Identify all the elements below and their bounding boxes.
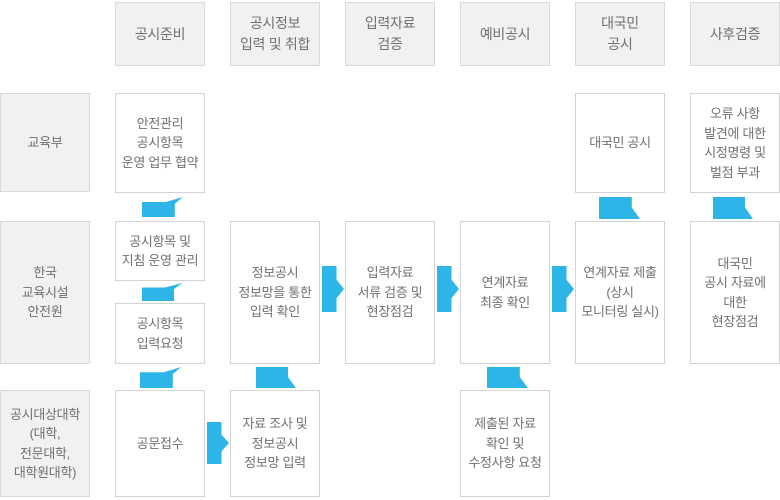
arrow-up-icon [713,197,753,219]
node-network-input-confirmation: 정보공시 정보망을 통한 입력 확인 [230,221,320,364]
stage-header-preliminary-disclosure: 예비공시 [460,2,550,66]
node-linked-data-final-confirmation: 연계자료 최종 확인 [460,221,550,364]
node-item-input-request: 공시항목 입력요청 [115,303,205,364]
node-public-data-field-inspection: 대국민 공시 자료에 대한 현장점검 [690,221,780,364]
arrow-up-icon [256,367,296,388]
actor-label-safety-agency: 한국 교육시설 안전원 [0,221,90,364]
stage-header-input-collection: 공시정보 입력 및 취합 [230,2,320,66]
stage-header-public-disclosure: 대국민 공시 [575,2,665,66]
arrow-up-icon [599,197,640,219]
node-item-guideline-management: 공시항목 및 지침 운영 관리 [115,221,205,281]
arrow-right-icon [437,266,459,312]
stage-header-data-verification: 입력자료 검증 [345,2,435,66]
arrow-down-icon [142,283,182,301]
arrow-down-icon [142,197,183,217]
node-safety-item-agreement: 안전관리 공시항목 운영 업무 협약 [115,93,205,193]
arrow-down-icon [140,367,181,388]
arrow-right-icon [322,266,344,312]
node-public-disclosure: 대국민 공시 [575,93,665,193]
actor-label-target-universities: 공시대상대학 (대학, 전문대학, 대학원대학) [0,390,90,497]
node-submitted-data-check-request: 제출된 자료 확인 및 수정사항 요청 [460,390,550,497]
stage-header-post-verification: 사후검증 [690,2,780,66]
node-data-survey-network-input: 자료 조사 및 정보공시 정보망 입력 [230,390,320,497]
node-official-document-receipt: 공문접수 [115,390,205,497]
node-document-field-inspection: 입력자료 서류 검증 및 현장점검 [345,221,435,364]
arrow-up-icon [487,367,528,388]
stage-header-preparation: 공시준비 [115,2,205,66]
node-linked-data-submission: 연계자료 제출 (상시 모니터링 실시) [575,221,665,364]
node-correction-order-penalty: 오류 사항 발견에 대한 시정명령 및 벌점 부과 [690,93,780,193]
arrow-right-icon [207,422,229,464]
actor-label-ministry-of-education: 교육부 [0,93,90,192]
arrow-right-icon [552,266,574,312]
